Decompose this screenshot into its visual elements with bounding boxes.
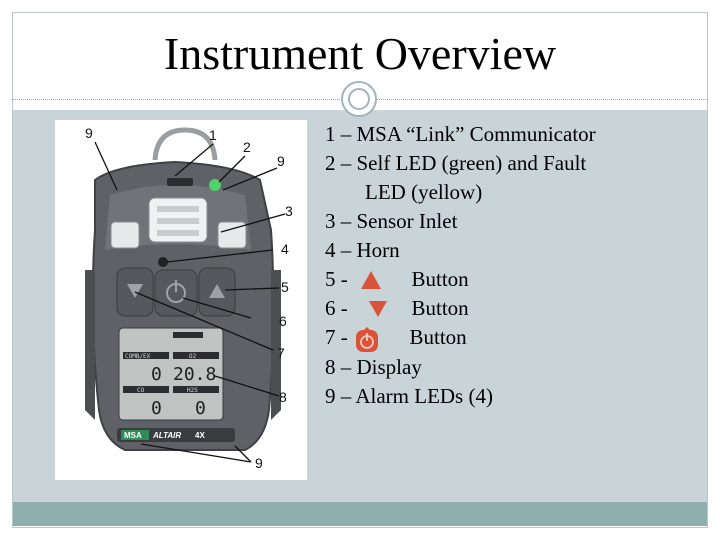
down-arrow-icon: [127, 284, 143, 298]
legend-item-4: 4 – Horn: [325, 236, 695, 265]
right-grip: [271, 270, 281, 420]
callout-1: 1: [209, 127, 217, 143]
legend-item-8: 8 – Display: [325, 353, 695, 382]
lcd-label-bar: [123, 386, 169, 393]
power-icon: [355, 326, 381, 353]
callout-5: 5: [281, 279, 289, 295]
legend-text: 2 – Self LED (green) and Fault: [325, 151, 587, 175]
lcd-label-co: CO: [137, 387, 145, 394]
callout-lines: [94, 141, 286, 463]
legend-text: 3 – Sensor Inlet: [325, 209, 458, 233]
self-led-green: [209, 179, 221, 191]
clip-ring: [152, 127, 218, 161]
alarm-led-right: [217, 221, 247, 249]
lcd-label-bar: [173, 352, 219, 359]
lcd-value-comb: 0: [151, 364, 162, 385]
legend-suffix: Button: [411, 296, 469, 321]
device-image-panel: COMB/EX O2 0 20.8 CO H2S 0 0 MSA ALTAIR …: [55, 120, 307, 480]
legend-item-6: 6 - Button: [325, 294, 695, 323]
callout-6: 6: [279, 313, 287, 329]
title-area: Instrument Overview: [12, 12, 708, 100]
model-text: ALTAIR: [152, 431, 181, 440]
lcd-label-comb: COMB/EX: [125, 353, 151, 360]
legend-text: 1 – MSA “Link” Communicator: [325, 122, 596, 146]
footer-band: [13, 502, 707, 526]
up-arrow-icon: [209, 284, 225, 298]
legend-text: 4 – Horn: [325, 238, 400, 262]
callout-9: 9: [255, 455, 263, 471]
legend-list: 1 – MSA “Link” Communicator 2 – Self LED…: [325, 120, 695, 411]
lcd-value-o2: 20.8: [173, 364, 216, 385]
legend-prefix: 5 -: [325, 267, 348, 291]
horn-icon: [158, 257, 168, 267]
lcd-label-h2s: H2S: [187, 387, 198, 394]
legend-item-3: 3 – Sensor Inlet: [325, 207, 695, 236]
sensor-inlet-slot: [157, 230, 199, 236]
callout-7: 7: [277, 345, 285, 361]
legend-suffix: Button: [411, 267, 469, 291]
legend-item-9: 9 – Alarm LEDs (4): [325, 382, 695, 411]
callout-9: 9: [85, 125, 93, 141]
callout-2: 2: [243, 139, 251, 155]
legend-text-continued: LED (yellow): [365, 180, 483, 204]
model-badge: 4X: [195, 431, 205, 440]
lcd-label-bar: [123, 352, 169, 359]
battery-indicator: [173, 332, 203, 338]
lcd-label-bar: [173, 386, 219, 393]
gas-detector-illustration: COMB/EX O2 0 20.8 CO H2S 0 0 MSA ALTAIR …: [85, 125, 293, 471]
link-communicator: [167, 178, 193, 186]
lcd-value-co: 0: [151, 398, 162, 419]
legend-item-2: 2 – Self LED (green) and Fault LED (yell…: [325, 149, 695, 207]
lcd-label-o2: O2: [189, 353, 197, 360]
callout-8: 8: [279, 389, 287, 405]
legend-item-5: 5 - Button: [325, 265, 695, 294]
slide-title: Instrument Overview: [163, 27, 557, 79]
callout-3: 3: [285, 203, 293, 219]
legend-text: 9 – Alarm LEDs (4): [325, 383, 493, 408]
circle-ornament: [341, 81, 377, 117]
sensor-inlet-slot: [157, 206, 199, 212]
down-triangle-icon: [367, 297, 391, 323]
up-triangle-icon: [359, 268, 387, 294]
legend-item-1: 1 – MSA “Link” Communicator: [325, 120, 695, 149]
msa-logo: [121, 430, 149, 440]
legend-item-7: 7 - Button: [325, 323, 695, 352]
sensor-inlet-slot: [157, 218, 199, 224]
legend-text: 8 – Display: [325, 354, 422, 379]
left-grip: [85, 270, 95, 420]
lcd-display: [118, 327, 224, 421]
legend-suffix: Button: [409, 325, 467, 350]
legend-prefix: 6 -: [325, 296, 348, 321]
legend-prefix: 7 -: [325, 325, 348, 350]
msa-logo-text: MSA: [124, 431, 142, 440]
callout-9: 9: [277, 153, 285, 169]
lcd-value-h2s: 0: [195, 398, 206, 419]
alarm-led-left: [110, 221, 140, 249]
callout-4: 4: [281, 241, 289, 257]
